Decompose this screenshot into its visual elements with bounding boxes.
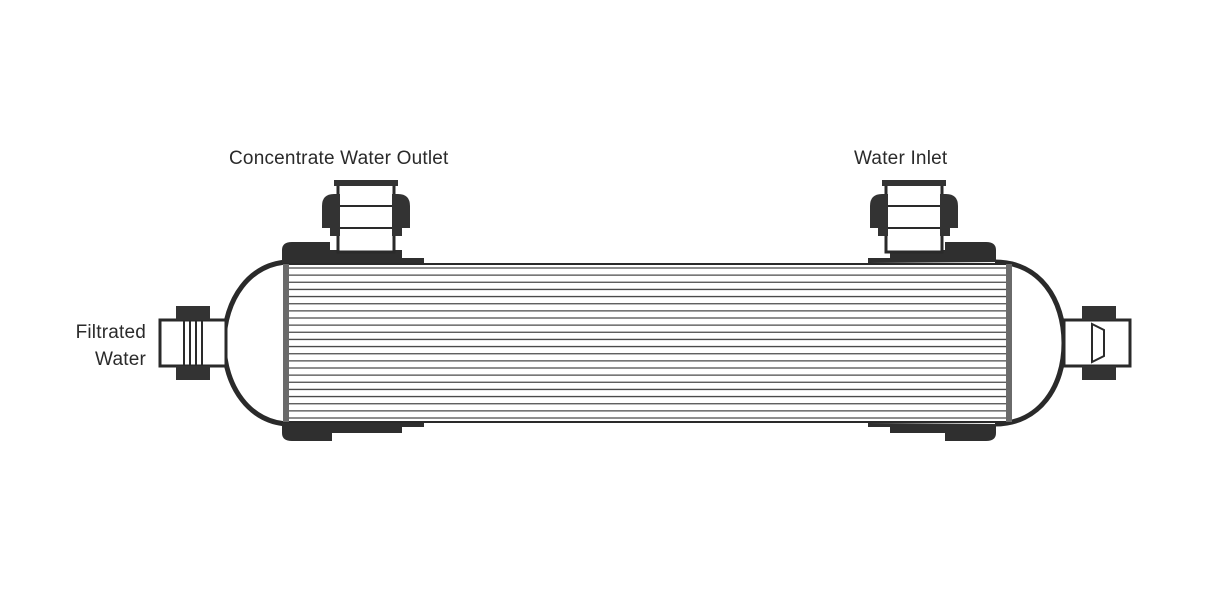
left-end-plate <box>283 264 289 422</box>
concentrate-outlet-fitting <box>322 180 410 254</box>
water-inlet-label: Water Inlet <box>854 148 948 169</box>
right-end-plate <box>1006 264 1012 422</box>
filtrated-water-fitting <box>158 306 228 380</box>
bottom-right-clamp <box>868 423 996 441</box>
membrane-lines <box>289 267 1006 419</box>
membrane-body <box>285 263 1011 423</box>
right-side-fitting <box>1062 306 1132 380</box>
left-end-cap <box>221 259 291 427</box>
filtrated-water-label-line1: Filtrated <box>75 322 146 343</box>
filtrated-water-label: Filtrated Water <box>40 319 146 373</box>
bottom-left-clamp <box>282 423 424 441</box>
filtrated-water-label-line2: Water <box>95 349 146 370</box>
concentrate-water-outlet-label: Concentrate Water Outlet <box>229 148 449 169</box>
water-inlet-fitting <box>870 180 958 254</box>
